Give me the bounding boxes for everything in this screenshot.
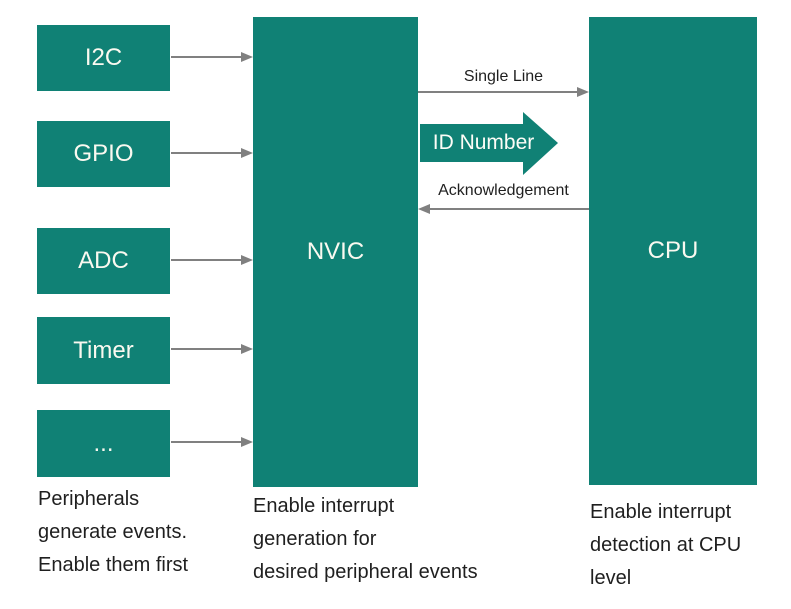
arrow-line xyxy=(171,152,242,154)
caption-line: Peripherals xyxy=(38,488,140,510)
arrow-line xyxy=(171,259,242,261)
arrow-i2c-to-nvic xyxy=(171,52,253,62)
id-number-arrowhead-icon xyxy=(523,112,558,175)
caption-peripherals-note: Peripherals generate events. Enable them… xyxy=(38,483,188,582)
caption-cpu-note: Enable interrupt detection at CPU level xyxy=(590,496,741,595)
arrow-line xyxy=(429,208,589,210)
caption-line: Enable them first xyxy=(38,554,189,576)
peripheral-label-adc: ADC xyxy=(78,247,129,274)
id-number-label: ID Number xyxy=(432,131,535,154)
arrow-line xyxy=(171,441,242,443)
nvic-box: NVIC xyxy=(253,17,418,487)
peripheral-label-timer: Timer xyxy=(73,336,134,364)
peripheral-box-adc: ADC xyxy=(37,228,170,294)
peripheral-box-i2c: I2C xyxy=(37,25,170,91)
peripheral-label-ellipsis: ... xyxy=(93,429,114,457)
caption-line: level xyxy=(590,567,632,589)
arrowhead-right-icon xyxy=(577,87,589,97)
arrow-line xyxy=(171,56,242,58)
arrow-line xyxy=(418,91,578,93)
arrowhead-left-icon xyxy=(418,204,430,214)
caption-line: Enable interrupt xyxy=(253,495,395,517)
arrowhead-right-icon xyxy=(241,344,253,354)
arrowhead-right-icon xyxy=(241,52,253,62)
peripheral-box-ellipsis: ... xyxy=(37,410,170,477)
id-number-arrow: ID Number xyxy=(420,112,558,175)
caption-line: desired peripheral events xyxy=(253,561,478,583)
arrowhead-right-icon xyxy=(241,437,253,447)
peripheral-box-timer: Timer xyxy=(37,317,170,384)
arrow-timer-to-nvic xyxy=(171,344,253,354)
caption-nvic-note: Enable interrupt generation for desired … xyxy=(253,490,478,589)
peripheral-label-i2c: I2C xyxy=(84,44,123,71)
id-number-arrow-body xyxy=(420,124,523,162)
arrow-nvic-to-cpu-single-line xyxy=(418,87,589,97)
cpu-box: CPU xyxy=(589,17,757,485)
acknowledgement-label: Acknowledgement xyxy=(438,182,569,199)
cpu-label: CPU xyxy=(647,237,699,264)
arrowhead-right-icon xyxy=(241,255,253,265)
arrow-gpio-to-nvic xyxy=(171,148,253,158)
caption-line: detection at CPU xyxy=(590,534,742,556)
peripheral-box-gpio: GPIO xyxy=(37,121,170,187)
arrow-adc-to-nvic xyxy=(171,255,253,265)
peripheral-label-gpio: GPIO xyxy=(73,140,134,167)
single-line-label: Single Line xyxy=(463,68,544,85)
caption-line: Enable interrupt xyxy=(590,501,732,523)
arrow-cpu-to-nvic-acknowledgement xyxy=(418,204,589,214)
nvic-label: NVIC xyxy=(306,238,365,265)
arrowhead-right-icon xyxy=(241,148,253,158)
caption-line: generate events. xyxy=(38,521,187,543)
arrow-ellipsis-to-nvic xyxy=(171,437,253,447)
arrow-line xyxy=(171,348,242,350)
caption-line: generation for xyxy=(253,528,377,550)
